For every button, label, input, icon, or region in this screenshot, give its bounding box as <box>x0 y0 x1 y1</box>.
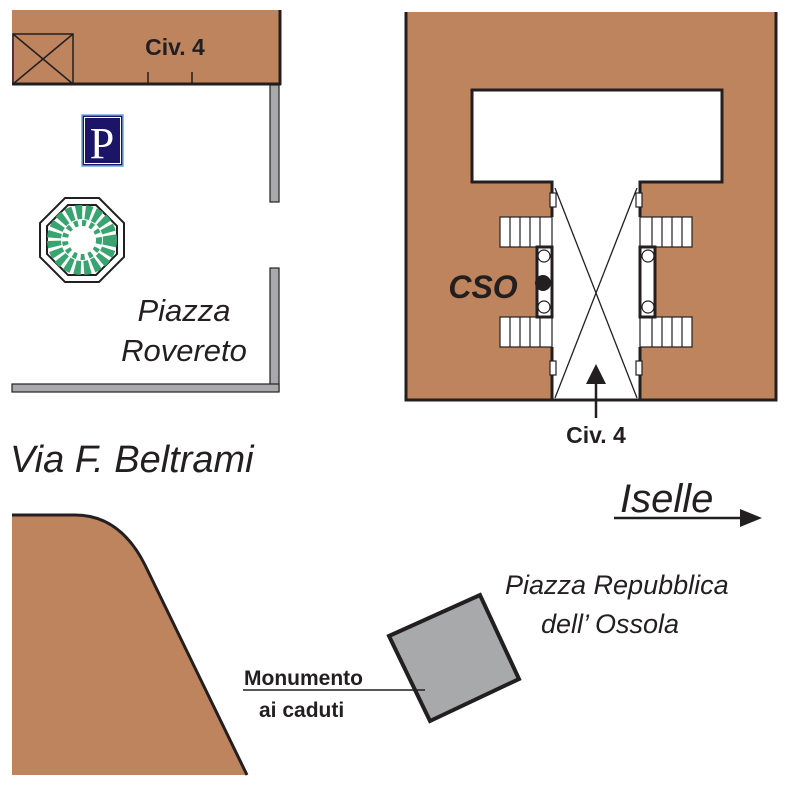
cso-marker-icon <box>535 275 551 291</box>
piazza-repubblica-label-2: dell’ Ossola <box>541 609 679 639</box>
civ4-top-label: Civ. 4 <box>145 34 205 60</box>
building-bottom-left <box>12 515 247 775</box>
piazza-walls <box>11 84 280 393</box>
civ4-entrance-label: Civ. 4 <box>566 422 626 448</box>
parking-letter: P <box>90 119 114 168</box>
piazza-rovereto-label-2: Rovereto <box>121 333 247 368</box>
building-cso: CSO <box>404 12 778 402</box>
monument-square <box>386 592 522 724</box>
piazza-repubblica-label-1: Piazza Repubblica <box>505 570 729 600</box>
stairwell-icon <box>12 33 74 85</box>
entrance-arrow-icon <box>586 364 606 418</box>
direction-label: Iselle <box>620 477 713 521</box>
monument-label-1: Monumento <box>244 667 363 690</box>
piazza-rovereto-label-1: Piazza <box>137 293 230 328</box>
cso-label: CSO <box>448 269 517 305</box>
parking-icon: P <box>81 114 124 168</box>
stairs <box>499 192 693 376</box>
tree-icon <box>39 197 125 283</box>
monument-label-2: ai caduti <box>259 699 344 722</box>
direction-arrow-icon <box>614 509 762 527</box>
building-civ4-top: Civ. 4 <box>12 10 282 86</box>
street-label: Via F. Beltrami <box>10 439 255 481</box>
